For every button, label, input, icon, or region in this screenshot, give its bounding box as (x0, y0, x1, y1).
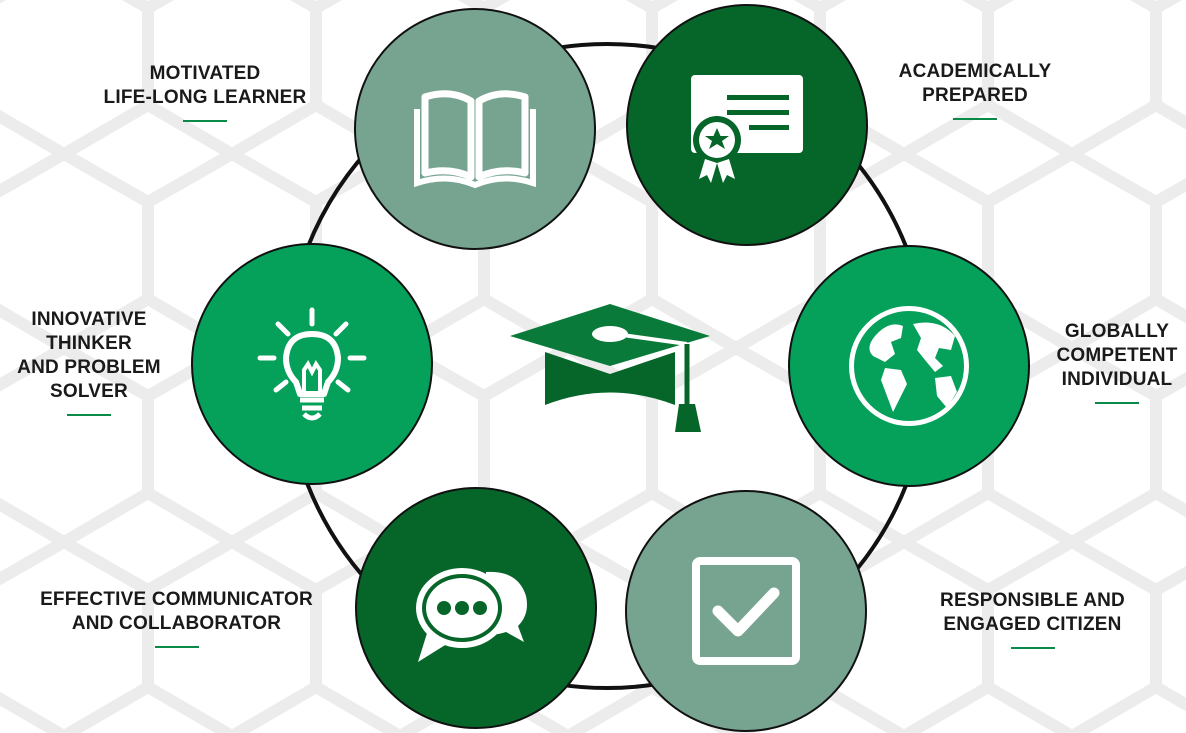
node-citizen (625, 490, 867, 732)
label-text: MOTIVATED LIFE-LONG LEARNER (103, 63, 307, 108)
label-underline (67, 414, 111, 416)
label-underline (154, 646, 199, 648)
label-underline (183, 120, 227, 122)
speech-bubbles-icon (416, 568, 527, 662)
label-communicator: EFFECTIVE COMMUNICATOR AND COLLABORATOR (14, 588, 339, 648)
label-innovator: INNOVATIVE THINKER AND PROBLEM SOLVER (4, 308, 174, 416)
node-academic (626, 4, 868, 246)
globe-icon (849, 306, 969, 426)
label-underline (1010, 647, 1055, 649)
lightbulb-icon (257, 307, 367, 421)
node-communicator (355, 487, 597, 729)
node-innovator (191, 243, 433, 485)
label-global: GLOBALLY COMPETENT INDIVIDUAL (1048, 320, 1186, 404)
label-lifelong: MOTIVATED LIFE-LONG LEARNER (80, 62, 330, 122)
label-academic: ACADEMICALLY PREPARED (870, 60, 1080, 120)
graduation-cap-icon (510, 304, 710, 432)
open-book-icon (414, 90, 536, 189)
label-text: GLOBALLY COMPETENT INDIVIDUAL (1056, 321, 1178, 390)
label-text: ACADEMICALLY PREPARED (898, 61, 1052, 106)
label-underline (1095, 402, 1139, 404)
checkbox-icon (692, 557, 800, 665)
certificate-icon (691, 75, 803, 183)
node-lifelong (354, 8, 596, 250)
label-text: EFFECTIVE COMMUNICATOR AND COLLABORATOR (40, 589, 313, 634)
node-global (788, 245, 1030, 487)
label-citizen: RESPONSIBLE AND ENGAGED CITIZEN (910, 589, 1155, 649)
label-text: INNOVATIVE THINKER AND PROBLEM SOLVER (17, 309, 161, 402)
label-text: RESPONSIBLE AND ENGAGED CITIZEN (940, 590, 1125, 635)
label-underline (953, 118, 997, 120)
